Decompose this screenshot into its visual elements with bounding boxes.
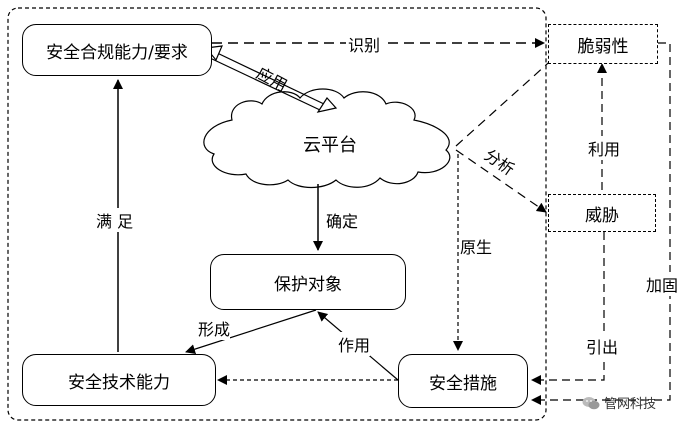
brand-name: 管网科技 xyxy=(604,397,657,412)
node-protected-object-label: 保护对象 xyxy=(274,274,342,295)
edge-reinforce xyxy=(531,42,671,405)
edge-form xyxy=(185,309,317,354)
edge-label-lead: 引出 xyxy=(586,334,619,358)
wechat-icon xyxy=(582,396,600,409)
edge-label-act: 作用 xyxy=(338,332,371,356)
edge-label-determine: 确定 xyxy=(326,212,359,231)
edge-label-use: 利用 xyxy=(588,136,621,160)
node-protected-object: 保护对象 xyxy=(210,254,406,310)
node-compliance: 安全合规能力/要求 xyxy=(22,24,212,76)
node-tech-capability: 安全技术能力 xyxy=(22,354,216,406)
brand-watermark: 管网科技 xyxy=(582,393,656,412)
node-threat-label: 威胁 xyxy=(585,205,619,226)
edge-label-satisfy: 满 足 xyxy=(96,208,134,232)
boundary-frame xyxy=(7,7,547,421)
node-security-measures-label: 安全措施 xyxy=(429,373,497,394)
edge-analyze xyxy=(455,149,547,213)
edge-apply-head xyxy=(316,97,338,113)
edge-apply-line-a xyxy=(212,50,325,105)
node-tech-capability-label: 安全技术能力 xyxy=(68,372,170,393)
node-cloud-label: 云平台 xyxy=(303,135,357,156)
edge-label-form: 形成 xyxy=(198,316,231,340)
edge-apply-line-b xyxy=(209,57,321,111)
node-threat: 威胁 xyxy=(548,194,656,232)
node-compliance-label: 安全合规能力/要求 xyxy=(46,42,188,63)
node-vulnerability-label: 脆弱性 xyxy=(577,36,629,57)
node-vulnerability: 脆弱性 xyxy=(548,24,658,64)
edge-label-reinforce: 加固 xyxy=(646,272,679,296)
node-security-measures: 安全措施 xyxy=(398,354,528,408)
edge-label-identify: 识别 xyxy=(346,32,383,56)
edge-lead xyxy=(531,232,605,385)
edge-cloud-vuln xyxy=(455,55,557,147)
edge-label-native: 原生 xyxy=(460,238,493,257)
